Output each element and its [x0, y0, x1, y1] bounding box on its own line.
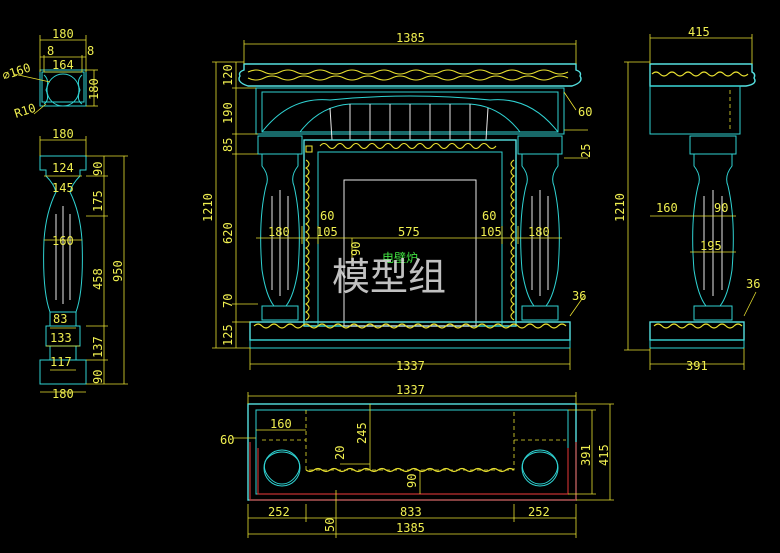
dim-side-height: 1210: [613, 193, 627, 222]
dim-frieze-height: 190: [221, 102, 235, 124]
dim-pillar-base-height: 90: [91, 370, 105, 384]
dim-capital-inner-width: 164: [52, 58, 74, 72]
dim-side-base-depth: 391: [686, 359, 708, 373]
dim-base-width: 1337: [396, 359, 425, 373]
dim-capital-height: 85: [221, 138, 235, 152]
dim-column-height: 620: [221, 222, 235, 244]
fireplace-plan-view: 1337 60 160 245 20 90 391 415 252 833 25…: [220, 383, 614, 538]
dim-pillar-collar-height: 175: [91, 190, 105, 212]
capital-section-view: 180 8 8 164 ∅160 180 R10: [1, 27, 101, 121]
dim-total-height: 1210: [201, 193, 215, 222]
dim-side-depth: 415: [688, 25, 710, 39]
dim-plinth-height: 70: [221, 294, 235, 308]
dim-pillar-collar-width: 145: [52, 181, 74, 195]
dim-pillar-plinth-width: 133: [50, 331, 72, 345]
dim-capital-width: 180: [52, 27, 74, 41]
dim-pillar-ring-width: 83: [53, 312, 67, 326]
dim-pillar-top-height: 90: [91, 162, 105, 176]
dim-side-column-inset: 90: [714, 201, 728, 215]
fireplace-label: 电壁炉: [382, 250, 418, 265]
dim-base-projection: 36: [572, 289, 586, 303]
dim-plan-width: 1337: [396, 383, 425, 397]
dim-plan-hearth-depth: 90: [405, 474, 419, 488]
dim-mantel-width: 1385: [396, 31, 425, 45]
dim-pillar-top-width: 180: [52, 127, 74, 141]
dim-base-height: 125: [221, 324, 235, 346]
dim-pillar-base-width: 180: [52, 387, 74, 401]
dim-plan-total-depth: 415: [597, 444, 611, 466]
dim-plan-side-offset: 60: [220, 433, 234, 447]
dim-side-column-offset: 160: [656, 201, 678, 215]
dim-pillar-total-height: 950: [111, 260, 125, 282]
dim-plan-center: 833: [400, 505, 422, 519]
dim-capital-radius: R10: [13, 101, 38, 121]
dim-plan-column-offset: 160: [270, 417, 292, 431]
dim-left-column-width: 180: [268, 225, 290, 239]
dim-capital-depth: 180: [87, 78, 101, 100]
dim-plan-body-depth: 391: [579, 444, 593, 466]
dim-surround-left: 60: [320, 209, 334, 223]
dim-capital-diameter: ∅160: [1, 61, 33, 83]
dim-pillar-foot-width: 117: [50, 355, 72, 369]
dim-side-column-depth: 195: [700, 239, 722, 253]
dim-frieze-projection: 60: [578, 105, 592, 119]
dim-capital-projection: 25: [579, 144, 593, 158]
dim-plan-carve-depth: 20: [333, 446, 347, 460]
pillar-elevation-view: 180 124 90 145 175 160 458 950 83 133 13…: [39, 127, 128, 401]
fireplace-front-elevation: 1385 120 190 60 85 25 1210 620 60 60 575…: [201, 31, 593, 373]
fireplace-side-elevation: 415 1210 160 90 195 36 391: [613, 25, 760, 373]
dim-opening-width: 575: [398, 225, 420, 239]
dim-surround-right: 60: [482, 209, 496, 223]
watermark-text: 模型组: [332, 255, 446, 299]
dim-capital-inset-left: 8: [47, 44, 54, 58]
dim-plan-left-block: 252: [268, 505, 290, 519]
dim-right-column-width: 180: [528, 225, 550, 239]
dim-plan-inner-depth: 245: [355, 422, 369, 444]
dim-capital-inset-right: 8: [87, 44, 94, 58]
dim-pillar-neck-width: 124: [52, 161, 74, 175]
dim-plan-right-block: 252: [528, 505, 550, 519]
dim-right-frame-width: 105: [480, 225, 502, 239]
dim-opening-offset: 90: [349, 242, 363, 256]
dim-plan-hearth-offset: 50: [323, 518, 337, 532]
dim-mantel-height: 120: [221, 64, 235, 86]
dim-pillar-plinth-height: 137: [91, 336, 105, 358]
dim-plan-overall-width: 1385: [396, 521, 425, 535]
dim-side-base-projection: 36: [746, 277, 760, 291]
dim-pillar-body-height: 458: [91, 268, 105, 290]
dim-pillar-body-width: 160: [52, 234, 74, 248]
dim-left-frame-width: 105: [316, 225, 338, 239]
